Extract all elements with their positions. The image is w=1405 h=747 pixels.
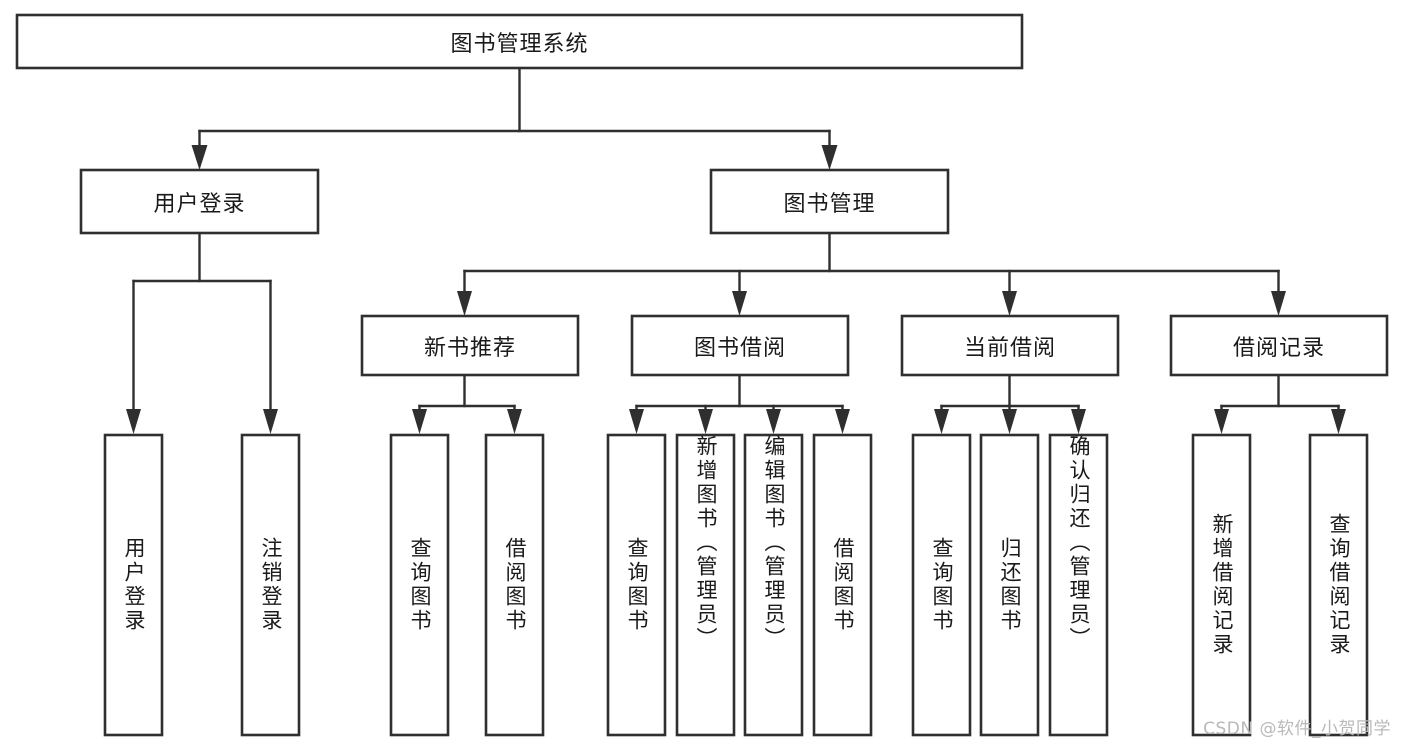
arrow-newbook-leaf-0	[412, 409, 427, 434]
leaf-newbook-query[interactable]	[389, 433, 450, 737]
arrow-book-to-l3-0	[457, 291, 472, 316]
leaf-current-query[interactable]	[911, 433, 972, 737]
node-user-login[interactable]	[79, 168, 320, 235]
leaf-borrow-lend[interactable]	[812, 433, 873, 737]
node-current-borrow[interactable]	[900, 314, 1120, 377]
arrow-root-to-book	[821, 145, 838, 170]
node-new-book-recommend[interactable]	[360, 314, 580, 377]
arrow-user-leaf-0	[126, 409, 141, 434]
connector-group-new-book	[412, 373, 522, 434]
node-book-manage[interactable]	[709, 168, 950, 235]
leaf-current-confirm[interactable]	[1048, 433, 1109, 737]
connector-group-book-manage	[457, 231, 1286, 316]
node-book-borrow[interactable]	[630, 314, 850, 377]
leaf-current-return[interactable]	[979, 433, 1040, 737]
leaf-borrow-add[interactable]	[675, 433, 736, 737]
connector-group-record	[1214, 373, 1346, 434]
node-root[interactable]	[15, 13, 1024, 70]
leaf-user-logout[interactable]	[240, 433, 301, 737]
arrow-root-to-user	[191, 145, 208, 170]
arrow-record-leaf-0	[1214, 409, 1229, 434]
arrow-newbook-leaf-1	[507, 409, 522, 434]
node-borrow-record[interactable]	[1169, 314, 1389, 377]
arrow-current-leaf-0	[934, 409, 949, 434]
arrow-borrow-leaf-2	[766, 409, 781, 434]
arrow-borrow-leaf-1	[698, 409, 713, 434]
arrow-book-to-l3-3	[1271, 291, 1286, 316]
leaf-record-query[interactable]	[1308, 433, 1369, 737]
arrow-user-leaf-1	[263, 409, 278, 434]
csdn-watermark: CSDN @软件_小贺同学	[1203, 719, 1391, 739]
connector-group-root	[191, 66, 838, 170]
connector-group-borrow	[629, 373, 850, 434]
arrow-current-leaf-2	[1071, 409, 1086, 434]
connector-group-current	[934, 373, 1086, 434]
leaf-borrow-edit[interactable]	[743, 433, 804, 737]
leaf-borrow-query[interactable]	[606, 433, 667, 737]
leaf-user-login[interactable]	[103, 433, 164, 737]
arrow-current-leaf-1	[1002, 409, 1017, 434]
arrow-record-leaf-1	[1331, 409, 1346, 434]
connector-group-user-login	[126, 231, 278, 434]
leaf-newbook-borrow[interactable]	[484, 433, 545, 737]
arrow-book-to-l3-2	[1002, 291, 1017, 316]
leaf-record-add[interactable]	[1191, 433, 1252, 737]
arrow-book-to-l3-1	[732, 291, 747, 316]
arrow-borrow-leaf-0	[629, 409, 644, 434]
arrow-borrow-leaf-3	[835, 409, 850, 434]
